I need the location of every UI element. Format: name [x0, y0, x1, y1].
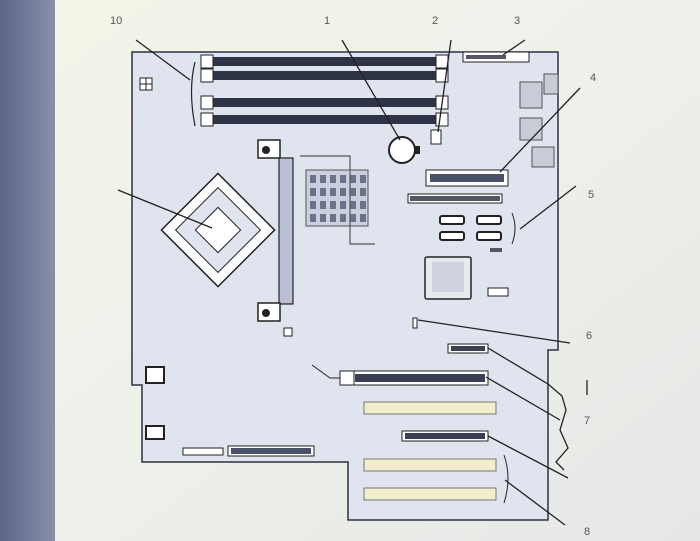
- callout-1: 1: [324, 15, 330, 27]
- pci-bracket: [503, 454, 509, 504]
- bottom-header-pins: [231, 448, 311, 454]
- callout-2: 2: [432, 15, 438, 27]
- callout-5: 5: [588, 189, 594, 201]
- pci-slot-1: [363, 401, 497, 415]
- callout-4: 4: [590, 72, 596, 84]
- jumper-6: [412, 317, 418, 329]
- cpu-retention-bracket: [257, 139, 294, 322]
- leader-lines: [117, 39, 588, 526]
- pci-slot-2: [363, 458, 497, 472]
- callout-3: 3: [514, 15, 520, 27]
- jumper: [430, 129, 442, 145]
- screen-edge: [0, 0, 55, 541]
- memory-slots: [190, 54, 449, 127]
- drive-connector-pins: [410, 196, 500, 201]
- top-connector-pins: [466, 55, 506, 59]
- pcie-slot-2-contacts: [405, 433, 485, 439]
- callout-7: 7: [584, 415, 590, 427]
- pcie-x1-slot-contacts: [451, 346, 485, 351]
- cpu-socket: [160, 172, 276, 288]
- heatsink: [300, 155, 375, 245]
- corner-connector: [139, 77, 153, 91]
- pci-slot-3: [363, 487, 497, 501]
- battery: [388, 136, 420, 164]
- callout-6: 6: [586, 330, 592, 342]
- callout-8: 8: [584, 526, 590, 538]
- fan-header-left-2: [145, 425, 165, 440]
- fan-header-left-1: [145, 366, 165, 384]
- power-connector-pins: [430, 174, 504, 182]
- callout-10: 10: [110, 15, 122, 27]
- small-header: [487, 287, 509, 297]
- chipset-die: [432, 262, 464, 292]
- sata-connectors: [439, 212, 516, 252]
- small-chip: [283, 327, 293, 337]
- front-panel-header: [182, 447, 224, 456]
